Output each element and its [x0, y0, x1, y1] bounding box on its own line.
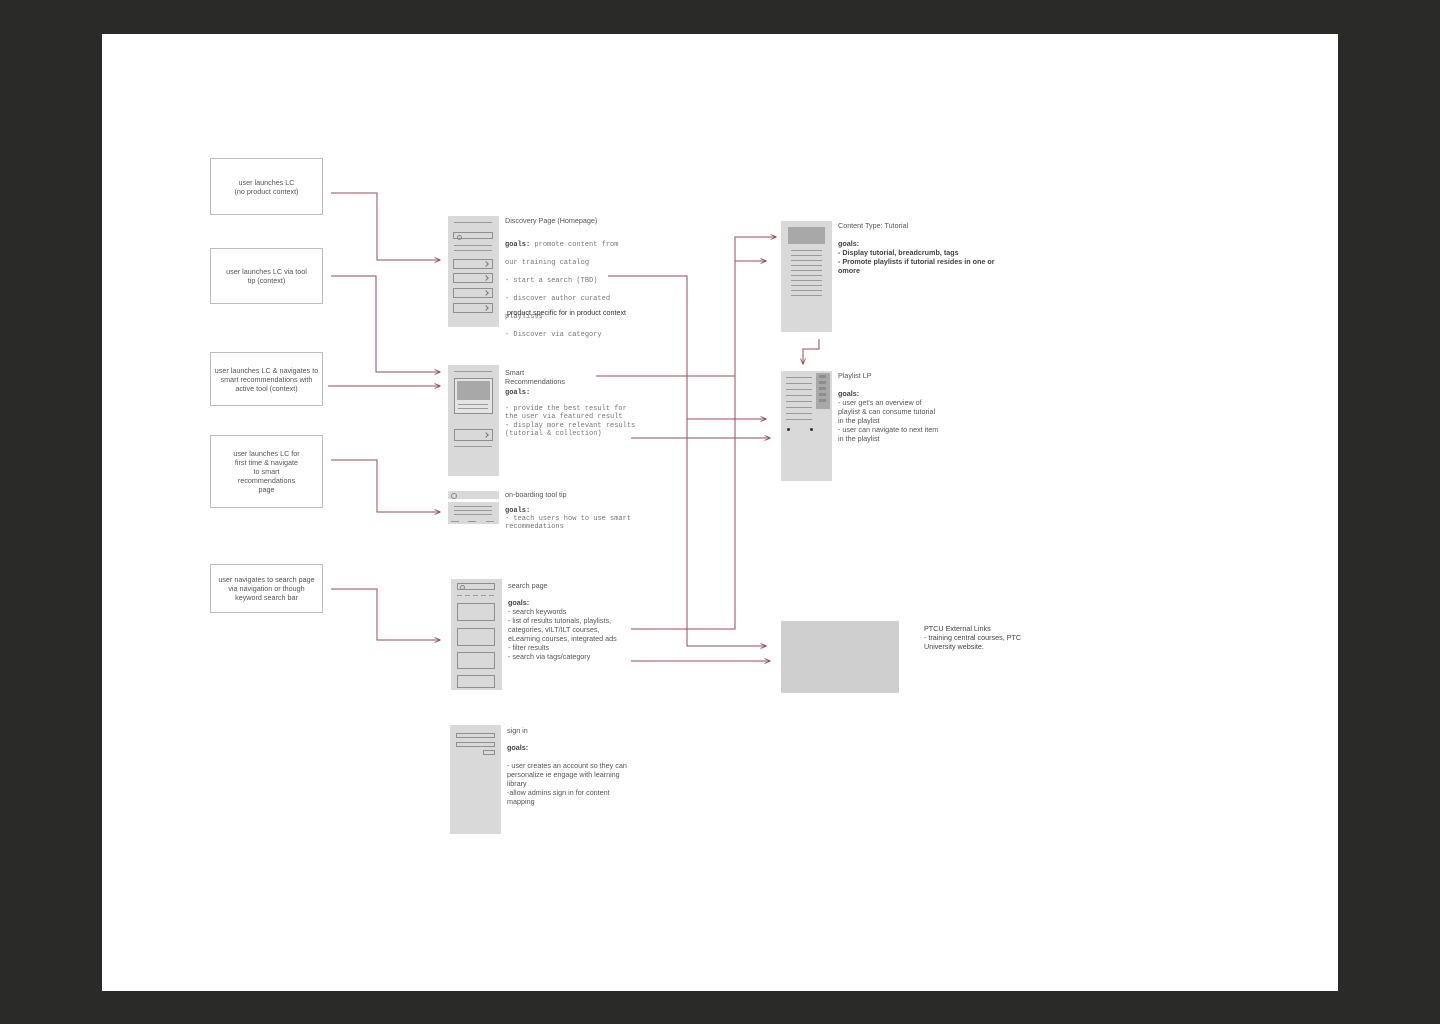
search-page-goals: goals: - search keywords - list of resul… — [508, 598, 658, 661]
playlist-goals-label: goals: — [838, 389, 860, 398]
discovery-goals-label: goals: — [505, 241, 531, 249]
smart-recs-title: Smart Recommendations — [505, 368, 565, 386]
smart-recs-goals-text: - provide the best result for the user v… — [505, 405, 636, 438]
search-page-wireframe — [451, 579, 502, 690]
smart-recs-goals-label: goals: — [505, 389, 531, 397]
sign-in-title: sign in — [507, 726, 528, 735]
playlist-wireframe — [781, 371, 832, 481]
arrow-first-time-to-onboarding — [331, 459, 440, 512]
search-page-title: search page — [508, 581, 548, 590]
arrow-smart-to-tutorial — [596, 237, 776, 377]
tutorial-goals-text: - Display tutorial, breadcrumb, tags - P… — [838, 248, 995, 275]
tutorial-wireframe — [781, 221, 832, 332]
discovery-title: Discovery Page (Homepage) — [505, 216, 598, 225]
sign-in-goals-text: - user creates an account so they can pe… — [507, 761, 627, 806]
arrow-search-to-tutorial — [631, 376, 736, 630]
arrow-search-entry-to-search — [331, 588, 440, 640]
onboarding-goals: goals: - teach users how to use smart re… — [505, 507, 655, 532]
smart-recs-goals: goals: - provide the best result for the… — [505, 389, 655, 438]
discovery-goals-text: promote content from our training catalo… — [505, 241, 619, 339]
tutorial-goals: goals: - Display tutorial, breadcrumb, t… — [838, 239, 1018, 275]
smart-recs-wireframe — [448, 365, 499, 476]
onboarding-goals-text: - teach users how to use smart recommeda… — [505, 515, 632, 532]
arrow-launch-to-discovery — [331, 192, 440, 260]
entry-search-page: user navigates to search page via naviga… — [210, 564, 323, 613]
onboarding-goals-label: goals: — [505, 507, 531, 515]
playlist-goals: goals: - user get's an overview of playl… — [838, 389, 988, 443]
onboarding-tooltip-wireframe — [448, 491, 499, 499]
sign-in-wireframe — [450, 725, 501, 834]
discovery-wireframe — [448, 216, 499, 327]
onboarding-title: on-boarding tool tip — [505, 490, 567, 499]
external-links-text: PTCU External Links - training central c… — [924, 624, 1084, 651]
tutorial-goals-label: goals: — [838, 239, 860, 248]
arrow-discovery-to-external — [608, 275, 766, 646]
entry-launch-no-context: user launches LC (no product context) — [210, 158, 323, 215]
playlist-goals-text: - user get's an overview of playlist & c… — [838, 398, 939, 443]
discovery-goals: goals: promote content from our training… — [505, 233, 655, 341]
external-links-title: PTCU External Links — [924, 624, 991, 633]
tutorial-title: Content Type: Tutorial — [838, 221, 909, 230]
search-page-goals-label: goals: — [508, 598, 530, 607]
arrow-tutorial-to-playlist — [803, 339, 820, 364]
entry-first-time: user launches LC for first time & naviga… — [210, 435, 323, 508]
external-links-desc: - training central courses, PTC Universi… — [924, 633, 1022, 651]
entry-launch-tooltip: user launches LC via tool tip (context) — [210, 248, 323, 304]
sign-in-goals-label: goals: — [507, 743, 529, 752]
arrow-tooltip-to-smart — [331, 275, 440, 372]
entry-launch-smart-recs: user launches LC & navigates to smart re… — [210, 352, 323, 406]
sign-in-goals: goals: - user creates an account so they… — [507, 743, 657, 806]
search-page-goals-text: - search keywords - list of results tuto… — [508, 607, 617, 661]
external-links-placeholder — [781, 621, 899, 693]
onboarding-panel-wireframe — [448, 502, 499, 524]
discovery-note: product specific for in product context — [507, 308, 627, 317]
playlist-title: Playlist LP — [838, 371, 872, 380]
